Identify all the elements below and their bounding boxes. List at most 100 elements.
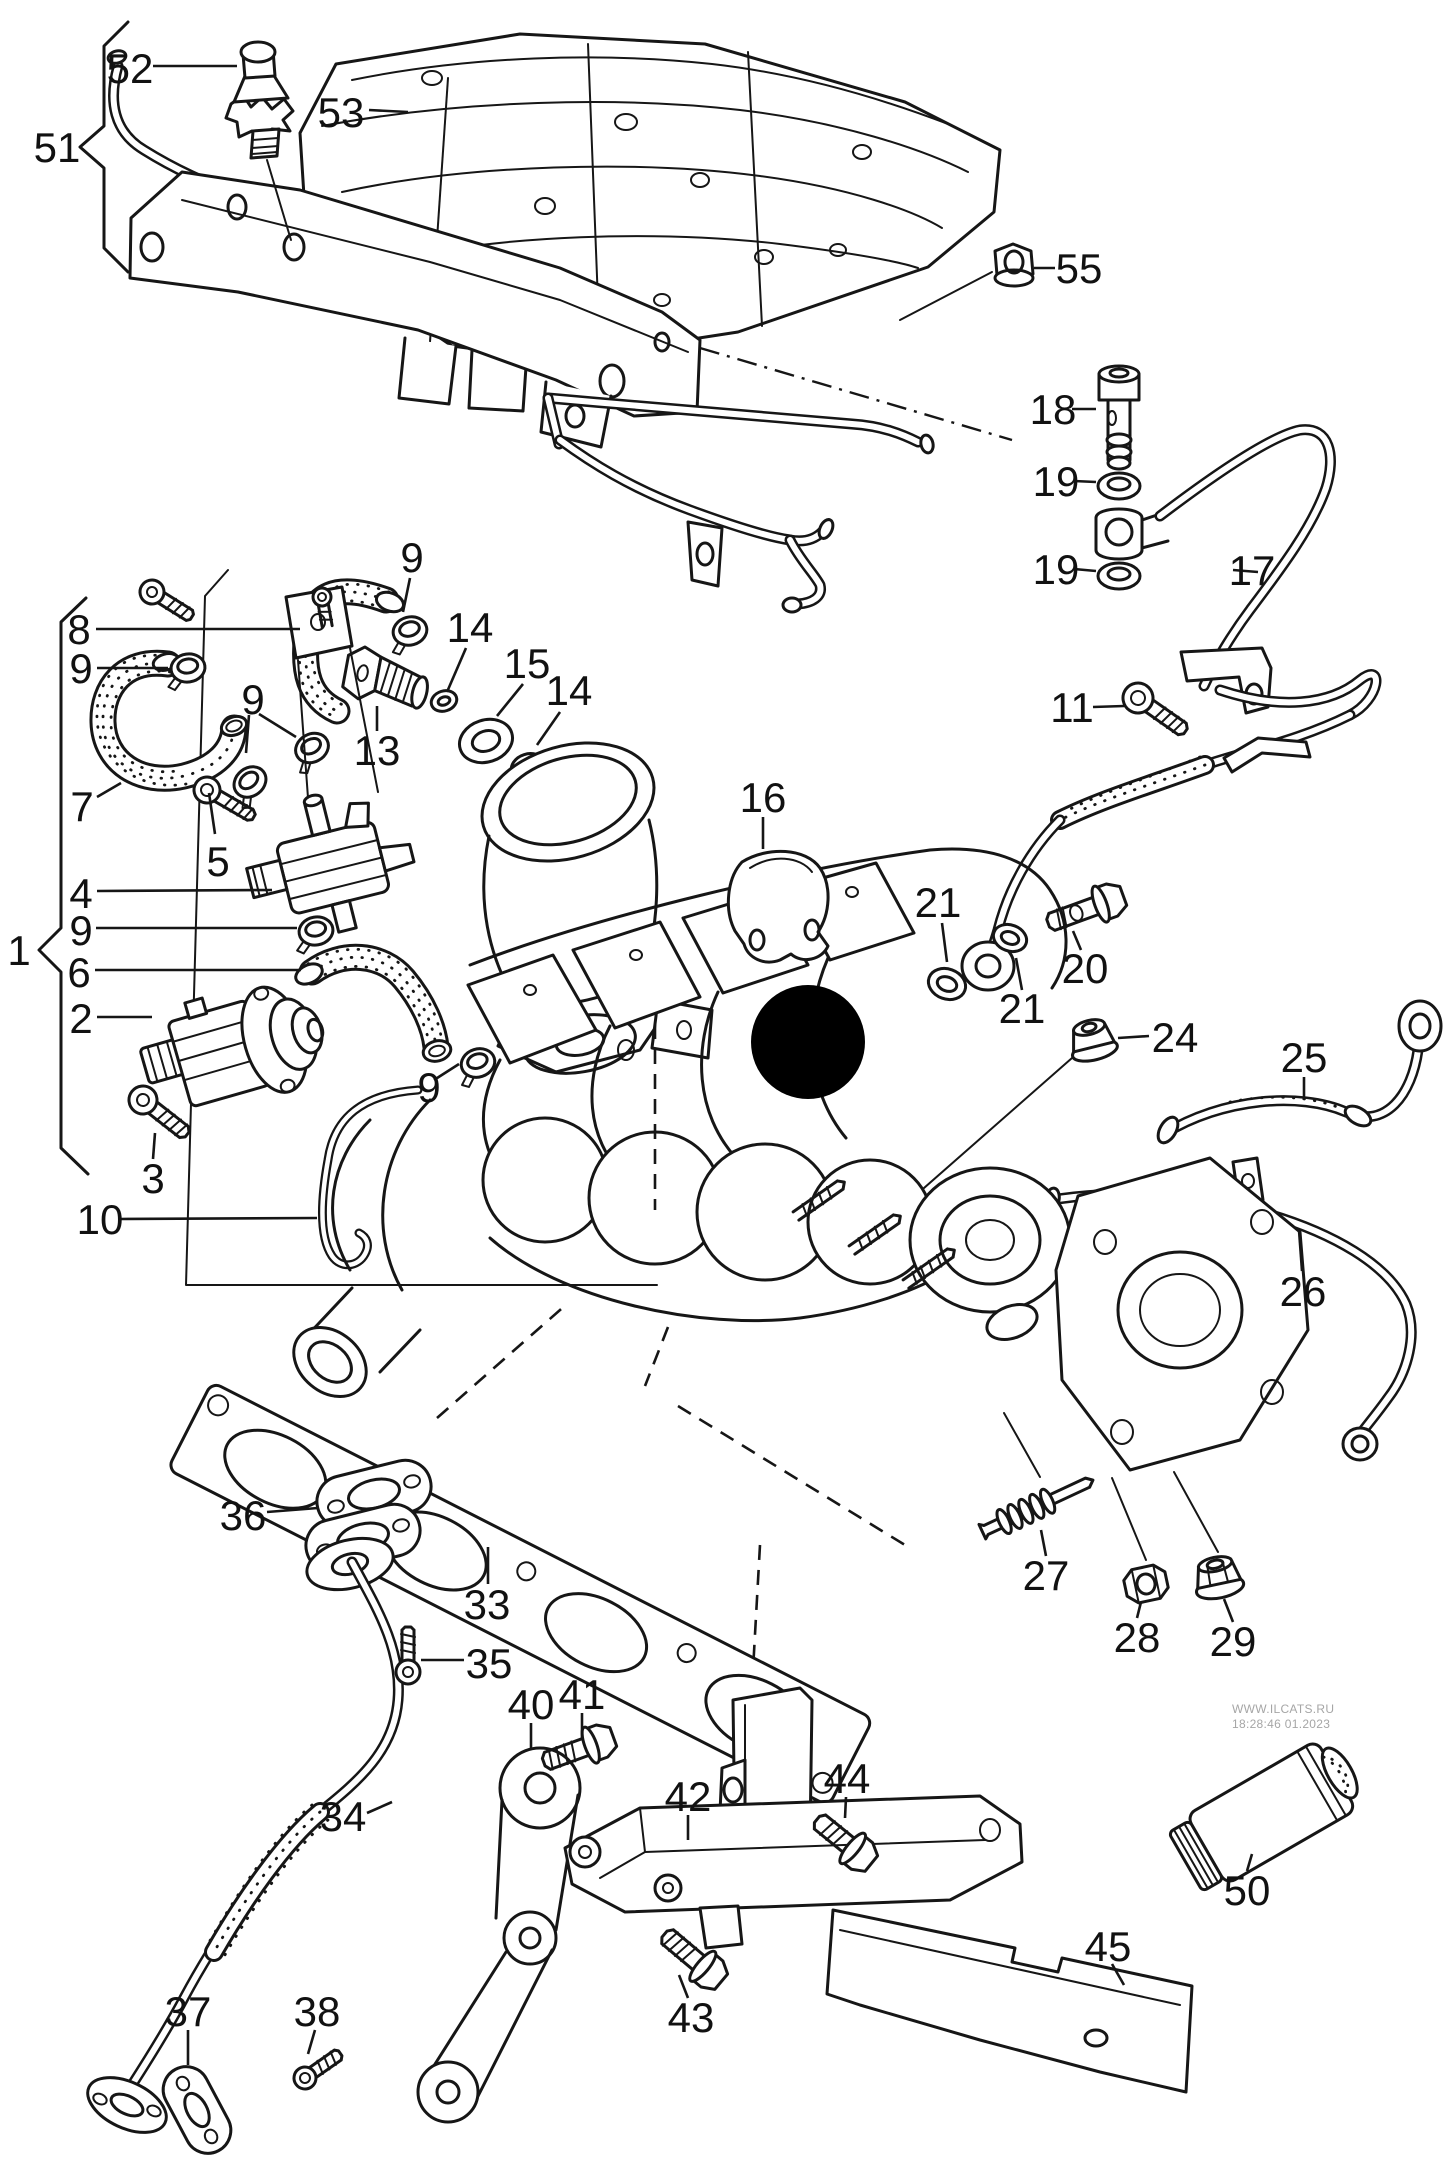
callout-45: 45: [1085, 1923, 1131, 1986]
callout-label-44: 44: [824, 1755, 871, 1802]
callout-52: 52: [107, 45, 237, 92]
callout-label-37: 37: [165, 1988, 212, 2035]
callout-label-19b: 19: [1033, 546, 1080, 593]
part-hose-25: [1156, 999, 1443, 1145]
callout-leader-7: [96, 781, 122, 799]
callout-leader-53: [368, 108, 409, 114]
callout-14a: 14: [445, 604, 493, 693]
callout-leader-21b: [1014, 957, 1024, 991]
callout-33: 33: [464, 1547, 511, 1628]
callout-leader-29: [1222, 1598, 1235, 1623]
callout-leader-28: [1135, 1601, 1143, 1619]
part-bracket-42: [563, 1686, 1024, 1950]
callout-label-6: 6: [67, 949, 90, 996]
callout-19b: 19: [1033, 546, 1097, 593]
part-hose-6: [294, 943, 453, 1063]
part-bracket-16: [726, 849, 830, 964]
callout-leader-19b: [1073, 567, 1097, 573]
callout-label-50: 50: [1224, 1867, 1271, 1914]
callout-label-14b: 14: [546, 667, 593, 714]
callout-51: 51: [34, 124, 81, 171]
part-valve-2: [139, 985, 325, 1108]
part-bolt-43: [660, 1928, 730, 1991]
callout-leader-50: [1245, 1853, 1254, 1872]
callout-label-42: 42: [665, 1773, 712, 1820]
callout-34: 34: [320, 1793, 393, 1840]
callout-label-7: 7: [70, 783, 93, 830]
callout-label-34: 34: [320, 1793, 367, 1840]
callout-leader-34: [366, 1800, 393, 1815]
callout-28: 28: [1114, 1601, 1160, 1661]
callout-label-8: 8: [67, 606, 90, 653]
callout-label-33: 33: [464, 1581, 511, 1628]
part-coolant-pipe-17: [542, 392, 1336, 715]
part-bolt-small-upper: [138, 578, 195, 622]
part-turbo-manifold-assembly: [292, 741, 1310, 1472]
callout-label-3: 3: [141, 1155, 164, 1202]
callout-25: 25: [1281, 1034, 1328, 1100]
callout-leader-36: [266, 1506, 319, 1514]
group-1-frame: [185, 569, 658, 1286]
callout-50: 50: [1224, 1853, 1271, 1914]
callout-1: 1: [7, 927, 30, 974]
callout-label-52: 52: [107, 45, 154, 92]
watermark: WWW.ILCATS.RU 18:28:46 01.2023: [1232, 1702, 1352, 1732]
callout-2: 2: [69, 995, 152, 1042]
brace-1: [37, 596, 90, 1176]
callout-37: 37: [165, 1988, 212, 2065]
part-hose-7: [89, 649, 249, 792]
callout-label-51: 51: [34, 124, 81, 171]
part-nut-55: [899, 242, 1035, 321]
callout-53: 53: [318, 89, 409, 136]
callout-leader-14b: [535, 711, 562, 746]
callout-leader-38: [306, 2029, 317, 2055]
callout-42: 42: [665, 1773, 712, 1840]
callout-14b: 14: [535, 667, 593, 746]
callout-15: 15: [495, 640, 550, 717]
part-bolt-41: [540, 1723, 619, 1771]
watermark-line1: WWW.ILCATS.RU: [1232, 1702, 1335, 1716]
part-seal-15: [458, 717, 514, 765]
callout-16: 16: [740, 774, 787, 849]
callout-40: 40: [508, 1681, 555, 1748]
callout-9e: 9: [417, 1062, 460, 1111]
part-oil-return-pipe-34: [86, 1536, 404, 2134]
part-bracket-valve-4: [284, 585, 379, 799]
part-sealant-tube-50: [1168, 1742, 1359, 1892]
callout-label-18: 18: [1030, 386, 1077, 433]
brace-51: [78, 20, 130, 274]
callout-6: 6: [67, 949, 301, 996]
callout-label-25: 25: [1281, 1034, 1328, 1081]
callout-11: 11: [1050, 684, 1125, 731]
part-bolt-11: [1121, 681, 1189, 737]
watermark-line2: 18:28:46 01.2023: [1232, 1717, 1331, 1731]
callout-leader-24: [1117, 1034, 1150, 1040]
part-banjo-bolt-18: [1097, 364, 1141, 471]
callout-4: 4: [69, 870, 273, 917]
callout-35: 35: [421, 1640, 512, 1687]
part-washer-14-a: [429, 689, 459, 713]
redaction-disc: [751, 985, 865, 1099]
callout-label-55: 55: [1056, 245, 1103, 292]
callout-9a: 9: [400, 534, 424, 613]
callout-label-9b: 9: [69, 645, 92, 692]
callout-label-35: 35: [466, 1640, 513, 1687]
callout-label-11: 11: [1050, 684, 1094, 731]
callout-leader-5: [207, 792, 217, 835]
callout-leader-19a: [1073, 479, 1097, 484]
callout-label-41: 41: [559, 1671, 606, 1718]
callout-leader-14a: [445, 647, 468, 693]
callout-27: 27: [1023, 1529, 1069, 1599]
callout-label-16: 16: [740, 774, 787, 821]
part-clamp-9-e: [459, 1047, 497, 1088]
callout-label-40: 40: [508, 1681, 555, 1728]
callout-21a: 21: [915, 879, 961, 963]
callout-5: 5: [206, 792, 230, 885]
part-oil-pipe-20-21: [926, 669, 1382, 1002]
callout-label-10: 10: [77, 1196, 124, 1243]
callout-label-4: 4: [69, 870, 92, 917]
callout-label-17: 17: [1229, 547, 1276, 594]
callout-10: 10: [77, 1196, 318, 1243]
